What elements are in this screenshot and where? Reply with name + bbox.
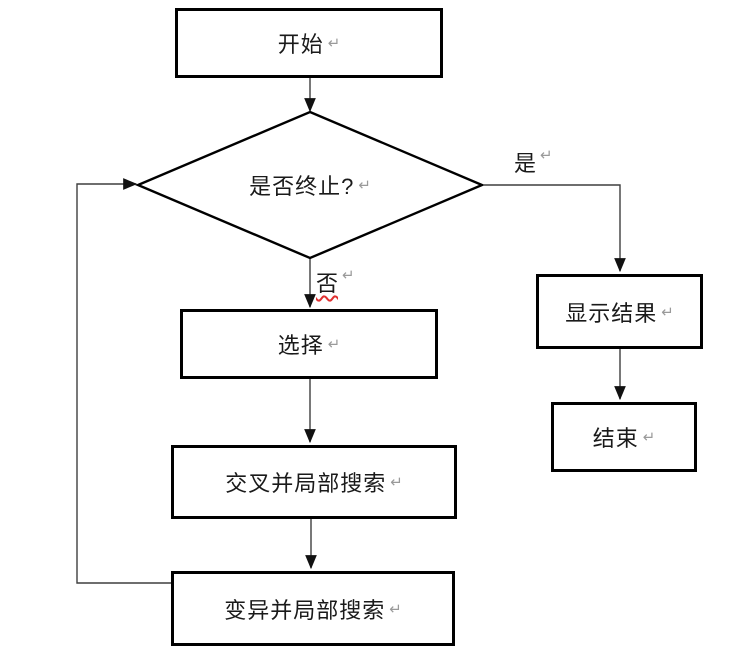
edge-label-yes: 是 ↵	[514, 147, 553, 176]
node-end: 结束 ↵	[551, 402, 697, 472]
node-mutation-label: 变异并局部搜索	[224, 597, 386, 623]
edge-terminate-display	[483, 184, 626, 273]
paragraph-mark-icon: ↵	[390, 474, 403, 491]
paragraph-mark-icon: ↵	[540, 147, 553, 164]
paragraph-mark-icon: ↵	[642, 429, 656, 446]
paragraph-mark-icon: ↵	[327, 336, 341, 353]
spellcheck-underlined-text: 否	[316, 271, 339, 296]
node-start-label: 开始	[277, 32, 324, 57]
paragraph-mark-icon: ↵	[389, 600, 402, 618]
paragraph-mark-icon: ↵	[661, 303, 674, 321]
edge-label-no: 否 ↵	[316, 266, 355, 298]
node-crossover-label: 交叉并局部搜索	[225, 471, 387, 496]
paragraph-mark-icon: ↵	[327, 35, 341, 52]
node-display: 显示结果 ↵	[536, 274, 703, 349]
node-display-label: 显示结果	[565, 300, 658, 326]
node-crossover: 交叉并局部搜索 ↵	[171, 445, 457, 519]
node-end-label: 结束	[592, 426, 639, 451]
paragraph-mark-icon: ↵	[342, 267, 355, 284]
node-select-label: 选择	[277, 333, 324, 358]
node-start: 开始 ↵	[175, 8, 443, 78]
node-terminate-label: 是否终止? ↵	[249, 174, 371, 199]
edge-mutation-terminate	[76, 178, 171, 584]
paragraph-mark-icon: ↵	[358, 177, 371, 194]
decision-diamond-shape	[134, 110, 486, 260]
node-mutation: 变异并局部搜索 ↵	[171, 571, 455, 646]
node-select: 选择 ↵	[180, 309, 438, 379]
